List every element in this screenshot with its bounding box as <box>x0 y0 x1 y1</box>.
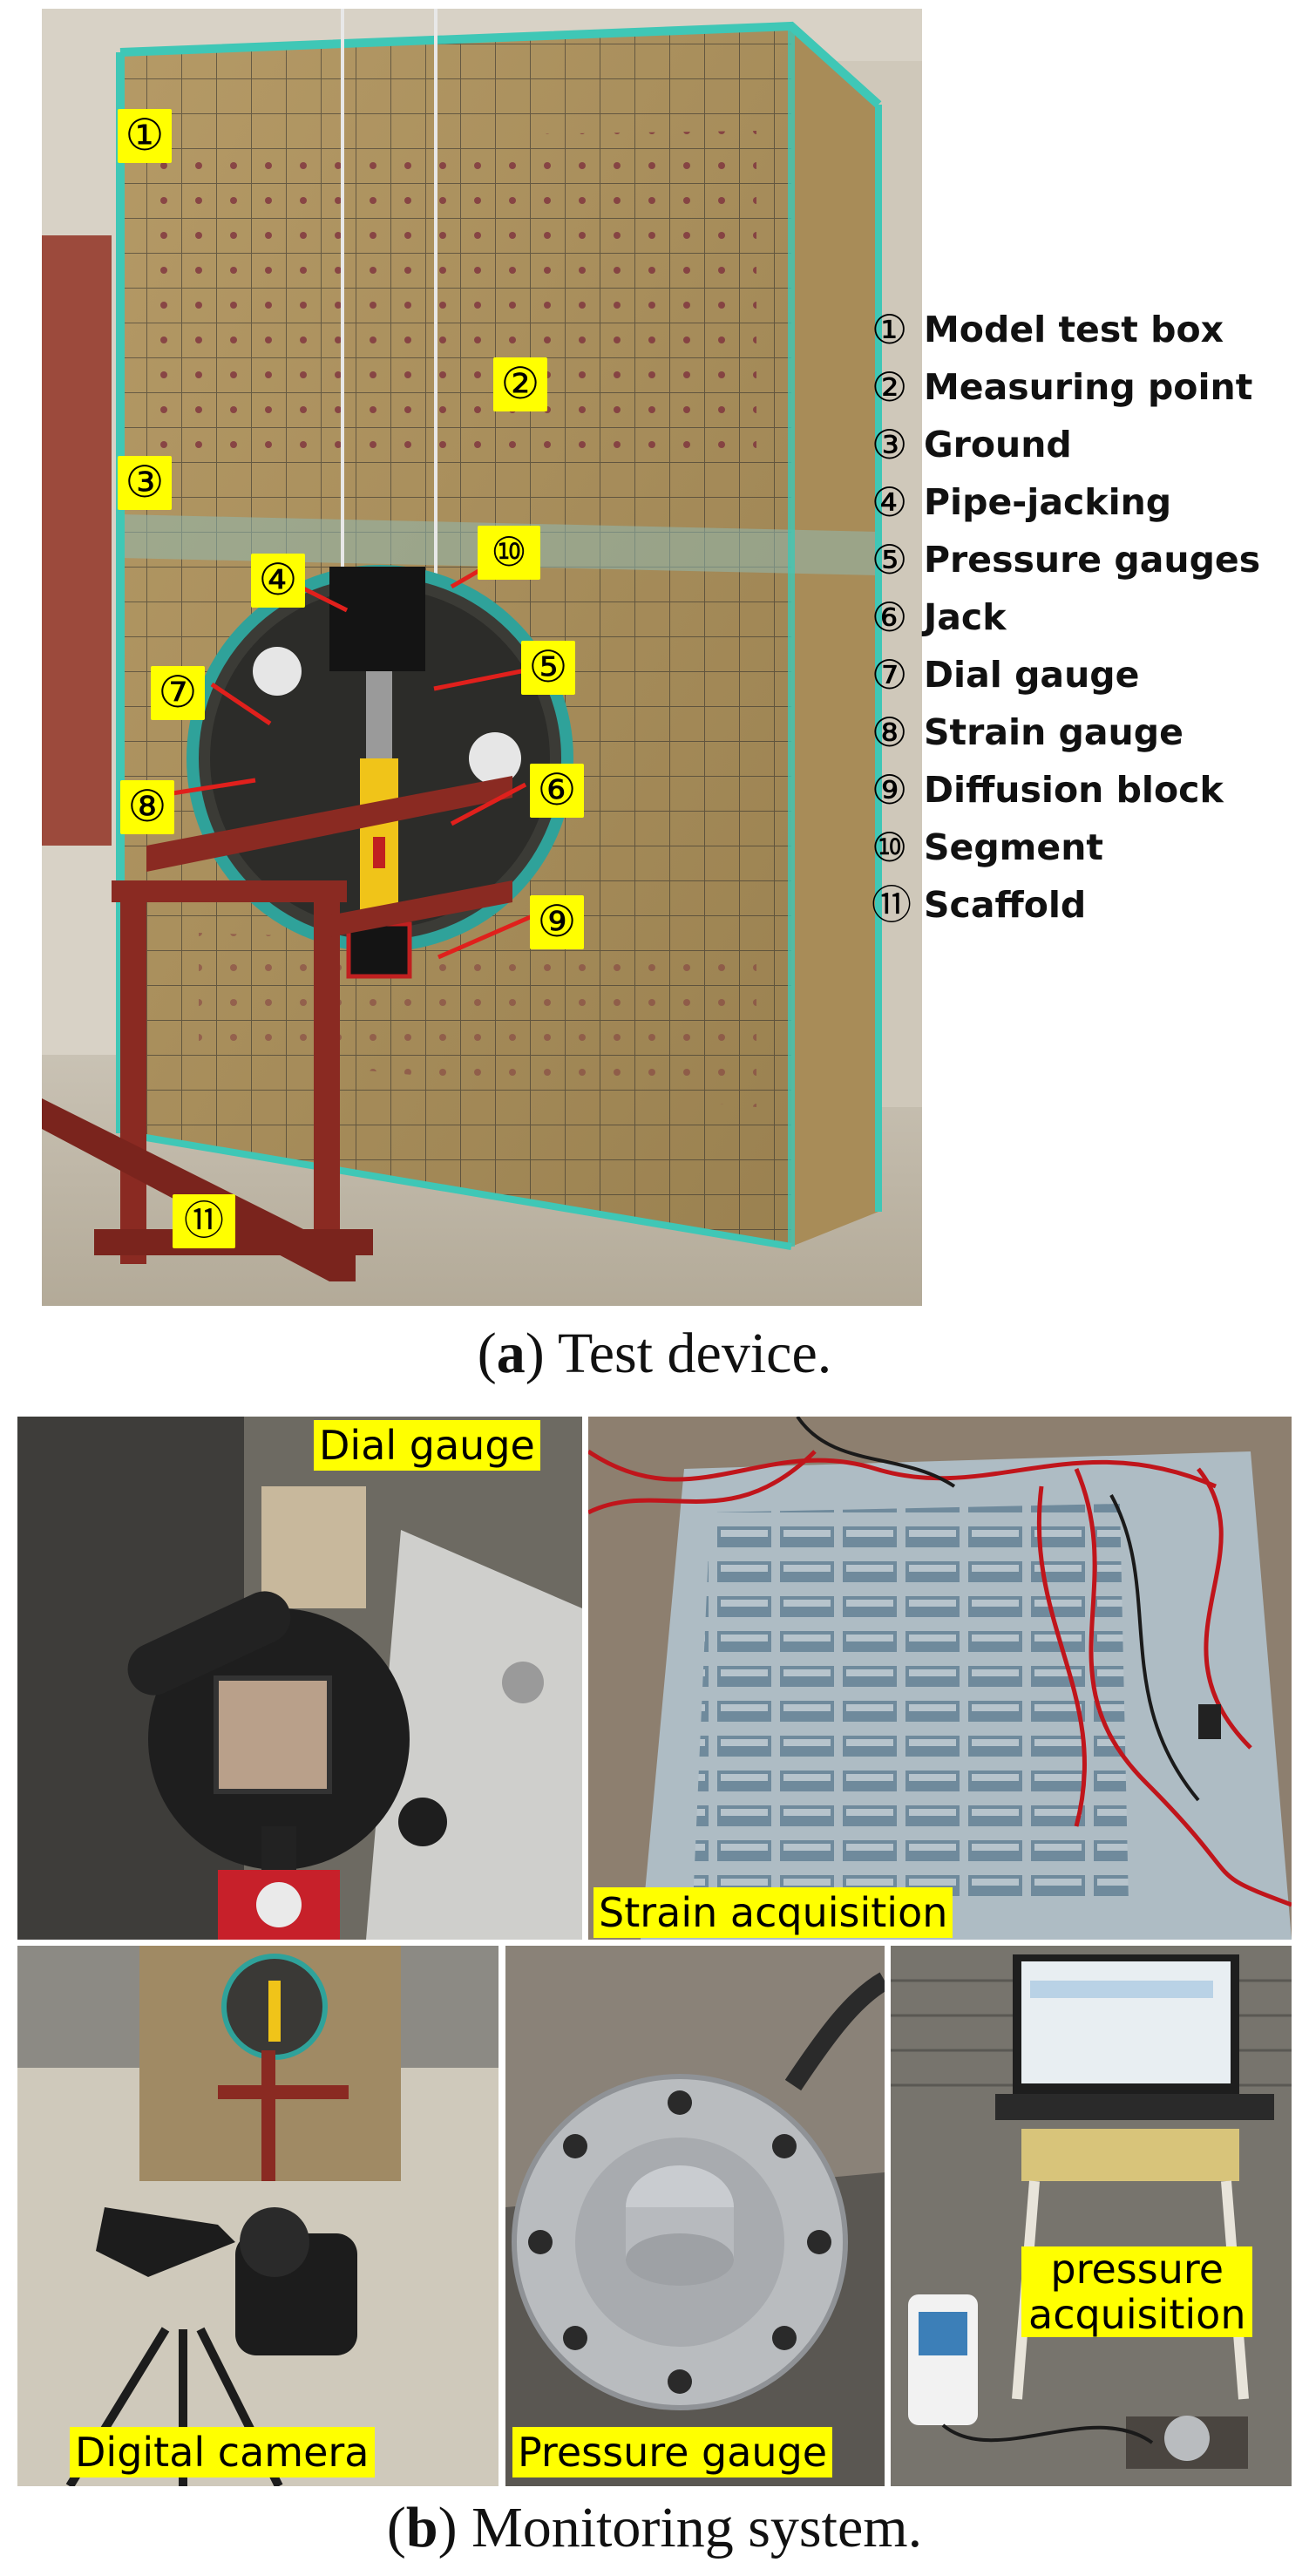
legend-label: Diffusion block <box>924 769 1224 811</box>
legend-number: ⑦ <box>872 651 908 698</box>
pressure-gauge-illustration <box>505 1946 885 2486</box>
pressure-acquisition-photo: pressure acquisition <box>891 1946 1292 2486</box>
legend-item: ⑤ Pressure gauges <box>872 534 1260 586</box>
legend-item: ④ Pipe-jacking <box>872 476 1171 528</box>
legend-number: ⑤ <box>872 536 908 583</box>
marker-8: ⑧ <box>120 780 174 834</box>
legend-item: ⑧ Strain gauge <box>872 706 1184 758</box>
caption-a: (a) Test device. <box>0 1321 1309 1387</box>
pressure-acquisition-label: pressure acquisition <box>1021 2246 1253 2338</box>
legend-item: ① Model test box <box>872 303 1224 356</box>
legend-item: ⑥ Jack <box>872 591 1007 643</box>
caption-close-paren: ) <box>525 1322 545 1385</box>
legend-number: ④ <box>872 479 908 526</box>
legend-label: Dial gauge <box>924 654 1140 696</box>
test-device-photo: ① ② ③ ④ ⑩ ⑤ ⑦ ⑧ ⑥ ⑨ ⑪ <box>42 9 922 1306</box>
legend-number: ③ <box>872 421 908 468</box>
marker-2: ② <box>493 357 547 411</box>
dial-gauge-photo: Dial gauge <box>17 1417 582 1940</box>
caption-letter: b <box>405 2496 438 2559</box>
legend-label: Model test box <box>924 309 1224 350</box>
dial-gauge-label: Dial gauge <box>314 1420 540 1471</box>
legend-label: Measuring point <box>924 366 1253 408</box>
legend-label: Segment <box>924 826 1104 868</box>
marker-4: ④ <box>251 554 305 608</box>
caption-close-paren: ) <box>437 2496 458 2559</box>
legend-number: ⑪ <box>872 881 912 928</box>
test-device-illustration <box>42 9 922 1306</box>
marker-7: ⑦ <box>151 666 205 720</box>
legend-number: ⑧ <box>872 709 908 756</box>
pressure-acquisition-line2: acquisition <box>1028 2291 1246 2338</box>
caption-open-paren: ( <box>386 2496 406 2559</box>
legend-number: ① <box>872 306 908 353</box>
legend-label: Pipe-jacking <box>924 481 1172 523</box>
marker-1: ① <box>118 109 172 163</box>
pressure-acquisition-illustration <box>891 1946 1292 2486</box>
caption-b: (b) Monitoring system. <box>0 2495 1309 2561</box>
strain-acquisition-photo: Strain acquisition <box>588 1417 1292 1940</box>
dial-gauge-illustration <box>17 1417 582 1940</box>
legend-item: ⑦ Dial gauge <box>872 649 1139 701</box>
legend-label: Scaffold <box>924 884 1087 926</box>
caption-letter: a <box>496 1322 526 1385</box>
caption-text: Monitoring system. <box>457 2496 923 2559</box>
legend-label: Jack <box>924 596 1007 638</box>
legend-number: ② <box>872 364 908 411</box>
legend-item: ⑩ Segment <box>872 821 1103 873</box>
legend-item: ③ Ground <box>872 418 1072 471</box>
strain-acquisition-illustration <box>588 1417 1292 1940</box>
legend-item: ② Measuring point <box>872 361 1252 413</box>
legend-number: ⑨ <box>872 766 908 813</box>
marker-11: ⑪ <box>173 1194 235 1248</box>
pressure-gauge-photo: Pressure gauge <box>505 1946 885 2486</box>
marker-5: ⑤ <box>521 641 575 695</box>
digital-camera-illustration <box>17 1946 499 2486</box>
legend-number: ⑩ <box>872 824 908 871</box>
strain-acquisition-label: Strain acquisition <box>593 1887 953 1938</box>
marker-10: ⑩ <box>478 526 540 580</box>
digital-camera-label: Digital camera <box>70 2427 375 2477</box>
legend-label: Ground <box>924 424 1072 466</box>
pressure-gauge-label: Pressure gauge <box>512 2427 833 2477</box>
marker-6: ⑥ <box>530 764 584 818</box>
caption-open-paren: ( <box>477 1322 497 1385</box>
legend-number: ⑥ <box>872 594 908 641</box>
marker-9: ⑨ <box>530 895 584 949</box>
caption-text: Test device. <box>544 1322 832 1385</box>
legend-label: Strain gauge <box>924 711 1184 753</box>
legend-item: ⑪ Scaffold <box>872 879 1086 931</box>
legend-label: Pressure gauges <box>924 539 1261 581</box>
legend-item: ⑨ Diffusion block <box>872 764 1224 816</box>
marker-3: ③ <box>118 456 172 510</box>
pressure-acquisition-line1: pressure <box>1050 2246 1224 2293</box>
digital-camera-photo: Digital camera <box>17 1946 499 2486</box>
